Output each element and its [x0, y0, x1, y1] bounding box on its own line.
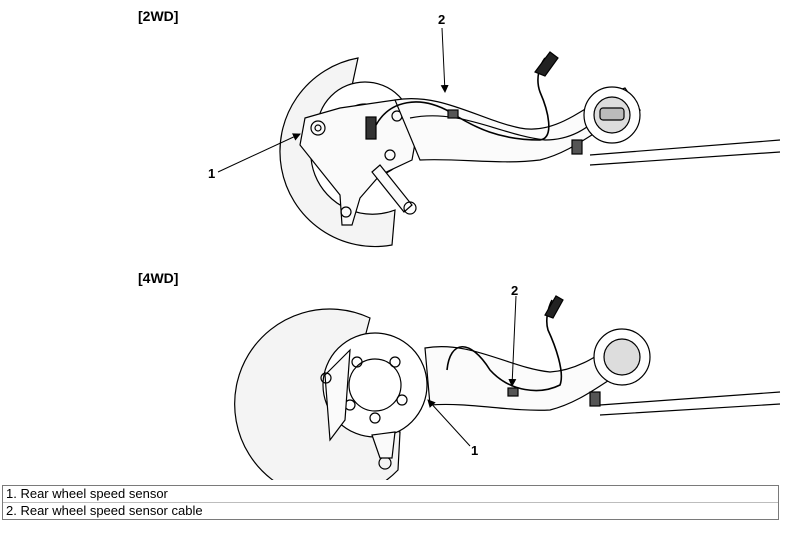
- assembly-4wd: [234, 295, 781, 480]
- legend-item-1: 1. Rear wheel speed sensor: [6, 486, 168, 501]
- suspension-diagrams: [217, 27, 781, 480]
- callout-2-4wd: 2: [511, 283, 519, 298]
- callout-1-4wd: 1: [471, 443, 479, 458]
- assembly-2wd: [217, 27, 781, 248]
- legend-item-2: 2. Rear wheel speed sensor cable: [3, 502, 778, 519]
- section-label-4wd: [4WD]: [138, 270, 179, 286]
- callout-2-2wd: 2: [438, 12, 446, 27]
- legend-table: 1. Rear wheel speed sensor 2. Rear wheel…: [2, 485, 779, 520]
- section-label-2wd: [2WD]: [138, 8, 179, 24]
- callout-1-2wd: 1: [208, 166, 216, 181]
